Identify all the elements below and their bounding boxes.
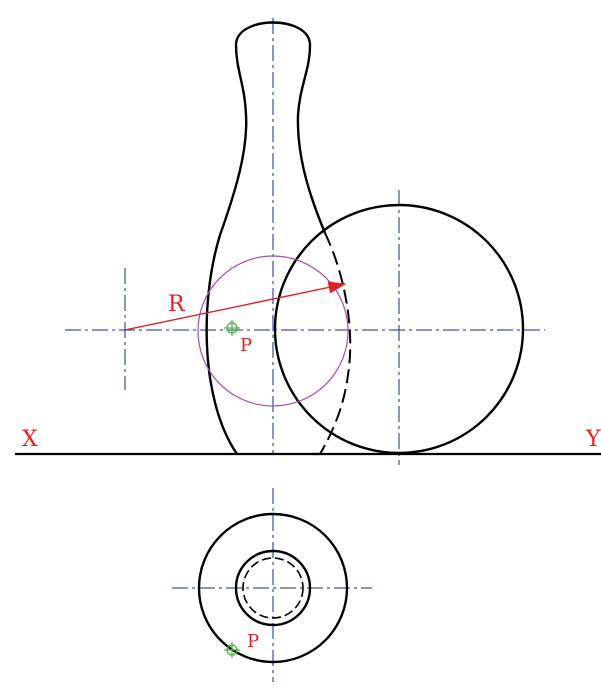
point-p-marker-top xyxy=(224,642,240,658)
x-axis-label: X xyxy=(22,427,38,452)
pin-top-outer-circle xyxy=(197,512,349,664)
pin-top-neck-circle xyxy=(234,549,312,627)
pin-top-view xyxy=(197,512,349,664)
radius-arrow xyxy=(124,281,347,331)
point-p-label-front: P xyxy=(240,335,252,356)
construction-circle xyxy=(197,255,349,407)
centerlines xyxy=(65,18,545,682)
y-axis-label: Y xyxy=(585,427,601,452)
pin-outline-left xyxy=(205,21,327,455)
point-p-label-top: P xyxy=(247,631,259,652)
pin-outline-right-hidden xyxy=(319,232,352,455)
ball-circle xyxy=(273,203,525,455)
radius-label: R xyxy=(168,292,186,317)
point-p-marker-front xyxy=(224,320,240,336)
pin-top-head-hidden-circle xyxy=(242,557,304,619)
